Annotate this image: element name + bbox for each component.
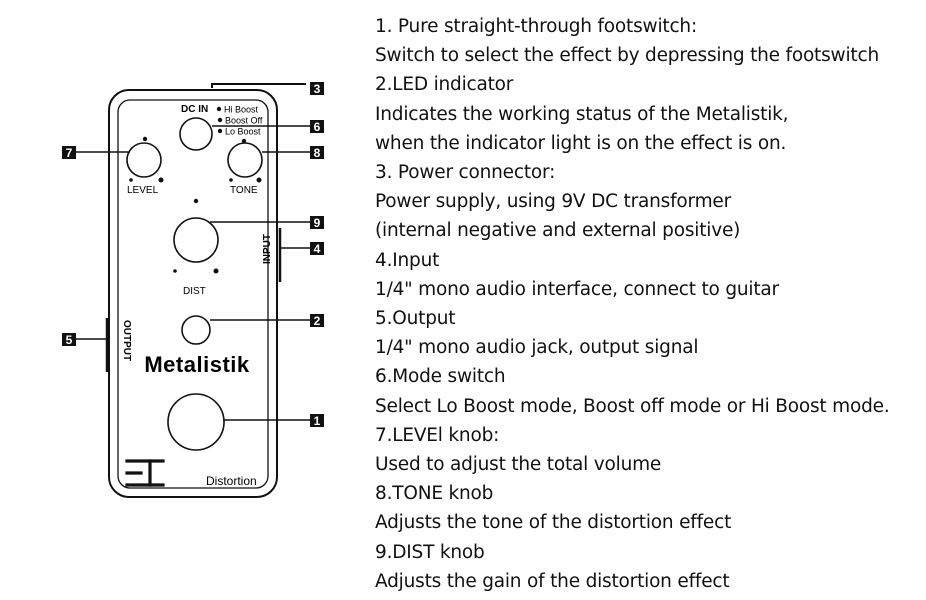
svg-text:6: 6 [314, 120, 321, 134]
instruction-line: Adjusts the tone of the distortion effec… [375, 512, 732, 534]
svg-text:4: 4 [314, 242, 321, 256]
output-label: OUTPUT [121, 320, 132, 361]
pedal-diagram: DC IN Hi Boost Boost Off Lo Boost LEVEL … [62, 82, 324, 498]
callout-4: 4 [310, 242, 324, 256]
level-indicator-dot-right [158, 177, 164, 183]
instruction-line: 9.DIST knob [375, 541, 485, 563]
lo-boost-dot [217, 128, 223, 134]
hi-boost-dot [216, 106, 222, 112]
instruction-line: 1/4" mono audio jack, output signal [375, 337, 699, 359]
instruction-line: Switch to select the effect by depressin… [375, 45, 879, 67]
callout-5: 5 [62, 333, 76, 347]
instruction-line: Indicates the working status of the Meta… [375, 103, 789, 125]
svg-text:2: 2 [314, 314, 321, 328]
dist-indicator-dot-left [173, 269, 177, 273]
instruction-line: 3. Power connector: [375, 162, 556, 184]
instructions-list: 1. Pure straight-through footswitch: Swi… [375, 12, 920, 596]
tone-indicator-dot-left [229, 178, 233, 182]
boost-off-label: Boost Off [225, 116, 263, 126]
callout-8: 8 [310, 146, 324, 160]
tone-indicator-dot-right [256, 177, 262, 183]
svg-text:5: 5 [66, 333, 73, 347]
instruction-line: 1. Pure straight-through footswitch: [375, 16, 697, 37]
tone-indicator-dot-top [241, 138, 247, 144]
instruction-line: 5.Output [375, 308, 456, 330]
callout-9: 9 [310, 216, 324, 230]
svg-text:7: 7 [66, 146, 73, 160]
tone-knob [227, 142, 263, 178]
instruction-line: Select Lo Boost mode, Boost off mode or … [375, 395, 890, 417]
level-label: LEVEL [127, 185, 159, 196]
instruction-line: Used to adjust the total volume [375, 454, 662, 476]
instruction-line: 6.Mode switch [375, 366, 506, 388]
pedal-body-outer [108, 89, 278, 498]
dist-indicator-dot-right [213, 268, 219, 274]
svg-text:8: 8 [314, 146, 321, 160]
callout-3: 3 [310, 82, 324, 96]
led-indicator [181, 315, 211, 345]
callout-leader-lines [76, 125, 310, 421]
input-label: INPUT [262, 234, 273, 264]
dist-label: DIST [183, 286, 206, 297]
dc-in-label: DC IN [181, 104, 208, 115]
instruction-line: Power supply, using 9V DC transformer [375, 191, 731, 213]
instruction-line: 2.LED indicator [375, 74, 514, 96]
dist-knob [173, 217, 219, 263]
brand-name: Metalistik [144, 352, 250, 377]
instruction-line: 8.TONE knob [375, 483, 494, 505]
level-indicator-dot-left [129, 178, 133, 182]
power-connector-line [211, 83, 306, 88]
instruction-line: Adjusts the gain of the distortion effec… [375, 570, 730, 592]
level-indicator-dot-top [142, 136, 148, 142]
boost-off-dot [217, 117, 223, 123]
svg-text:3: 3 [314, 82, 321, 96]
instruction-line: 7.LEVEl knob: [375, 424, 500, 446]
mode-switch-knob [179, 117, 213, 151]
footswitch [167, 393, 225, 451]
svg-text:1: 1 [314, 414, 321, 428]
instruction-line: when the indicator light is on the effec… [375, 132, 787, 154]
instruction-line: 4.Input [375, 249, 440, 271]
pedal-body-inner [117, 99, 269, 489]
model-type-label: Distortion [206, 474, 257, 488]
hi-boost-label: Hi Boost [224, 105, 259, 115]
callout-6: 6 [310, 120, 324, 134]
svg-text:9: 9 [314, 216, 321, 230]
level-knob [126, 142, 162, 178]
instruction-line: (internal negative and external positive… [375, 220, 741, 242]
callout-1: 1 [310, 414, 324, 428]
instruction-line: 1/4" mono audio interface, connect to gu… [375, 278, 779, 300]
lo-boost-label: Lo Boost [225, 127, 261, 137]
dist-indicator-dot-top [193, 198, 199, 204]
callout-2: 2 [310, 314, 324, 328]
callout-7: 7 [62, 146, 76, 160]
tone-label: TONE [230, 185, 258, 196]
ec-logo [125, 459, 165, 487]
